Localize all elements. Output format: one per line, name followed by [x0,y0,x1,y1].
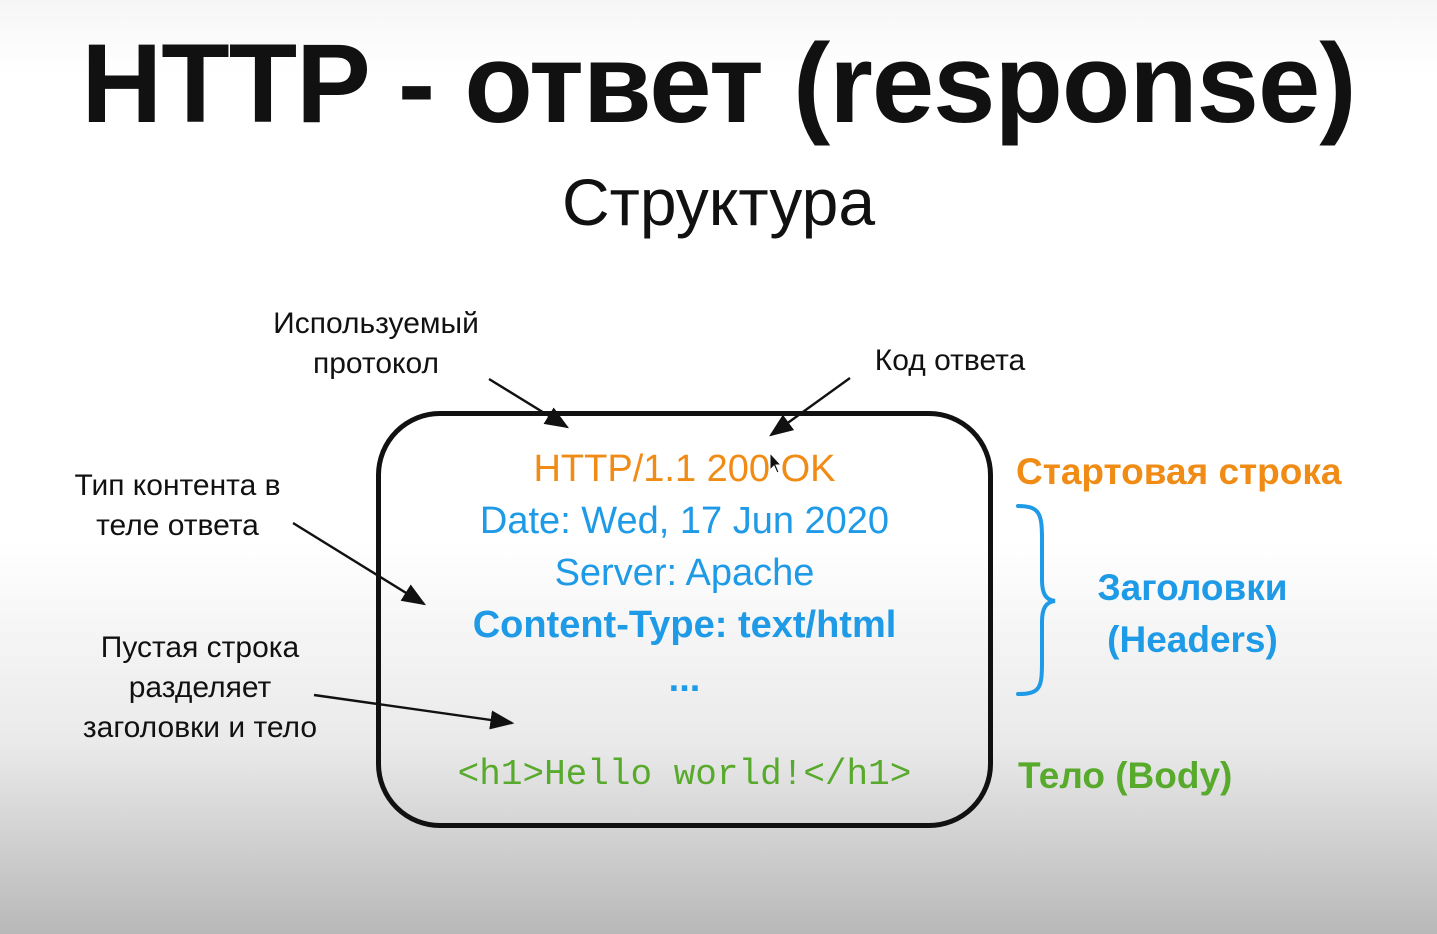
annotation-protocol-line-2: протокол [312,347,440,380]
annotation-content-type-line-2: теле ответа [96,509,259,542]
label-headers-line-2: (Headers) [1107,619,1278,660]
header-ellipsis: ... [668,658,701,700]
arrow-content-type [292,521,427,606]
slide-title: HTTP - ответ (response) [81,21,1356,146]
label-start-line: Стартовая строка [1016,451,1342,492]
annotation-status-code: Код ответа [874,344,1026,377]
response-body: <h1>Hello world!</h1> [457,754,912,795]
arrow-empty-line [313,693,515,730]
header-date: Date: Wed, 17 Jun 2020 [479,500,890,542]
arrow-protocol [488,377,570,429]
label-body: Тело (Body) [1018,755,1233,796]
slide-subtitle: Структура [561,165,876,239]
headers-brace [1016,504,1056,696]
annotation-empty-line-line-2: разделяет [128,671,272,704]
annotation-empty-line: Пустая строка разделяет заголовки и тело [50,628,350,748]
annotation-content-type: Тип контента в теле ответа [40,466,315,546]
label-headers-line-1: Заголовки [1097,567,1288,608]
label-headers: Заголовки (Headers) [1060,562,1325,666]
annotation-empty-line-line-1: Пустая строка [100,631,300,664]
annotation-content-type-line-1: Тип контента в [74,469,281,502]
arrow-status-code [769,377,851,437]
mouse-cursor-icon [769,451,783,474]
annotation-protocol-line-1: Используемый [273,307,479,340]
annotation-empty-line-line-3: заголовки и тело [82,711,318,744]
response-message-box [376,411,993,828]
annotation-protocol: Используемый протокол [236,304,516,384]
header-content-type: Content-Type: text/html [472,604,897,646]
header-server: Server: Apache [554,552,815,594]
start-line: HTTP/1.1 200 OK [533,448,836,490]
